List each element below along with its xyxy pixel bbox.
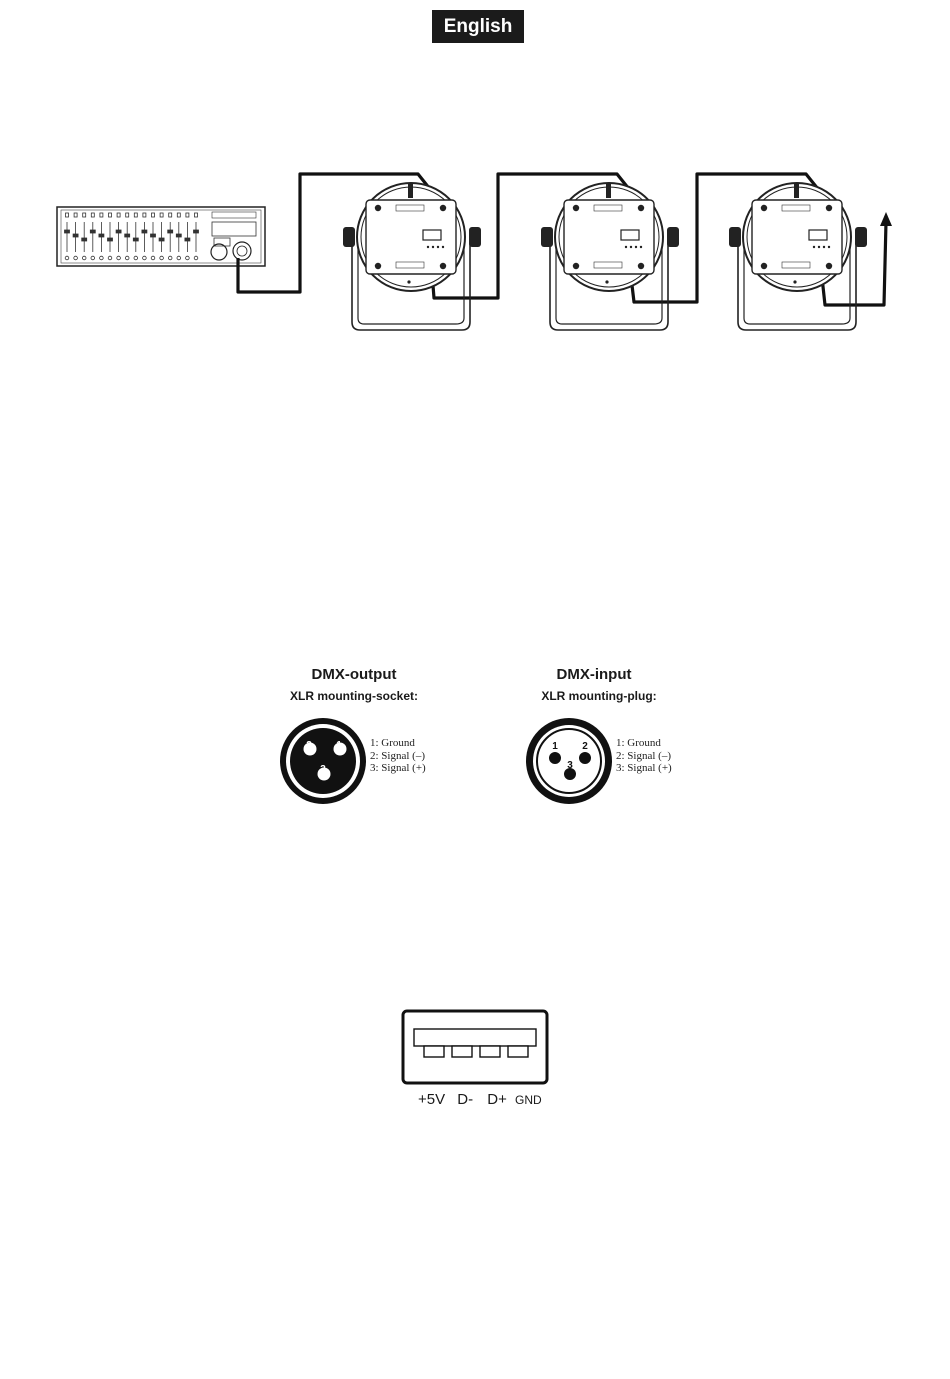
pin-description: 2: Signal (–) xyxy=(616,750,672,763)
dmx-output-title: DMX-output xyxy=(282,666,426,683)
fader-knob xyxy=(90,230,95,233)
fader-knob xyxy=(99,234,104,237)
xlr-socket-icon: 2 1 3 xyxy=(278,716,368,806)
plug-pin-1-number: 1 xyxy=(552,741,558,752)
fader-knob xyxy=(65,230,70,233)
fader-knob xyxy=(176,234,181,237)
plug-pin-3-number: 3 xyxy=(567,760,573,771)
pin-description: 2: Signal (–) xyxy=(370,750,426,763)
fader-knob xyxy=(116,230,121,233)
pin-description: 1: Ground xyxy=(370,737,426,750)
dmx-input-subtitle: XLR mounting-plug: xyxy=(514,689,684,703)
fader-knob xyxy=(159,238,164,241)
dmx-output-pin-list: 1: Ground 2: Signal (–) 3: Signal (+) xyxy=(370,737,426,775)
usb-pin-label: D+ xyxy=(487,1091,507,1108)
xlr-plug-icon: 1 2 3 xyxy=(524,716,614,806)
dmx-controller xyxy=(57,207,265,266)
dmx-output-subtitle: XLR mounting-socket: xyxy=(270,689,438,703)
plug-pin-2-number: 2 xyxy=(582,741,588,752)
fader-knob xyxy=(82,238,87,241)
dmx-input-title: DMX-input xyxy=(522,666,666,683)
pin-description: 3: Signal (+) xyxy=(616,762,672,775)
pin-description: 3: Signal (+) xyxy=(370,762,426,775)
usb-pin-labels: +5V D- D+ GND xyxy=(404,1091,548,1108)
usb-pin-label: +5V xyxy=(418,1091,445,1108)
fader-knob xyxy=(142,230,147,233)
fader-knob xyxy=(125,234,130,237)
dmx-chain-diagram xyxy=(0,0,950,380)
fader-knob xyxy=(108,238,113,241)
socket-pin-2-number: 2 xyxy=(306,740,312,751)
usb-pin-label: GND xyxy=(515,1093,542,1107)
led-par-fixture-1 xyxy=(343,183,481,330)
led-par-fixture-3 xyxy=(729,183,867,330)
fader-knob xyxy=(73,234,78,237)
fader-knob xyxy=(133,238,138,241)
dmx-input-pin-list: 1: Ground 2: Signal (–) 3: Signal (+) xyxy=(616,737,672,775)
socket-pin-1-number: 1 xyxy=(336,740,342,751)
pin-description: 1: Ground xyxy=(616,737,672,750)
fader-knob xyxy=(168,230,173,233)
socket-pin-3-number: 3 xyxy=(320,764,326,775)
usb-pin-label: D- xyxy=(457,1091,473,1108)
fader-knob xyxy=(194,230,199,233)
fader-knob xyxy=(151,234,156,237)
fader-knob xyxy=(185,238,190,241)
usb-port-icon xyxy=(400,1008,550,1086)
led-par-fixture-2 xyxy=(541,183,679,330)
